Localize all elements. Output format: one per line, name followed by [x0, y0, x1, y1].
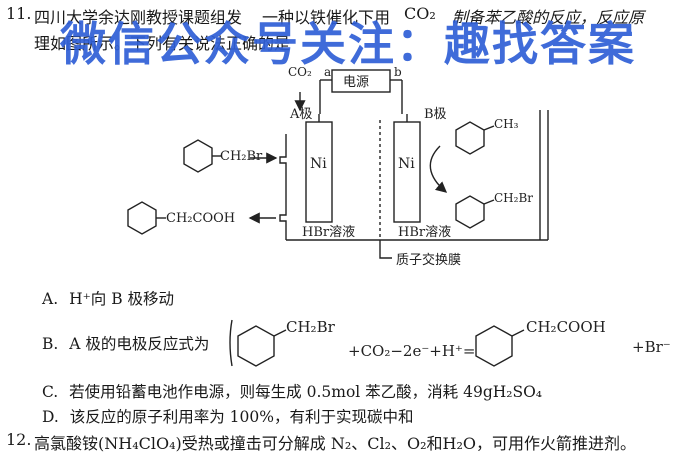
option-d: D. 该反应的原子利用率为 100%，有利于实现碳中和 [42, 405, 414, 427]
option-a-letter: A. [42, 290, 59, 308]
benzene-ring-eq-product [475, 325, 525, 367]
electrolysis-diagram: CO₂ a b 电源 A极 B极 Ni Ni HBr溶液 HBr溶液 质子交换膜… [127, 65, 549, 268]
question-number: 11. [6, 4, 32, 23]
reactant-substituent: CH₂Br [220, 149, 263, 164]
electrode-a-ni: Ni [310, 156, 327, 172]
option-c-text: 若使用铅蓄电池作电源，则每生成 0.5mol 苯乙酸，消耗 49gH₂SO₄ [69, 383, 543, 401]
question12-text: 高氯酸铵(NH₄ClO₄)受热或撞击可分解成 N₂、Cl₂、O₂和H₂O，可用作… [34, 434, 637, 453]
question12-number: 12. [6, 430, 32, 449]
toluene-substituent: CH₃ [494, 117, 519, 131]
option-b-text-prefix: A 极的电极反应式为 [69, 335, 210, 353]
option-c: C. 若使用铅蓄电池作电源，则每生成 0.5mol 苯乙酸，消耗 49gH₂SO… [42, 380, 542, 402]
eq-mid: +CO₂−2e⁻+H⁺= [348, 342, 475, 360]
conversion-arrow [429, 145, 448, 193]
option-d-text: 该反应的原子利用率为 100%，有利于实现碳中和 [69, 408, 414, 426]
question-text-co2: CO₂ [404, 4, 436, 23]
option-b-letter-block: B. A 极的电极反应式为 [42, 332, 209, 354]
option-d-letter: D. [42, 408, 59, 426]
co2-label: CO₂ [288, 65, 312, 79]
electrode-b [393, 121, 421, 223]
power-source-label: 电源 [343, 75, 369, 90]
benzene-ring-product [127, 201, 166, 235]
question-text-line1-right: 制备苯乙酸的反应，反应原 [452, 8, 645, 27]
right-solution-label: HBr溶液 [398, 225, 451, 240]
benzene-ring-toluene [455, 121, 495, 155]
electrode-a-label: A极 [289, 107, 312, 122]
power-source-box [331, 69, 391, 93]
left-bracket [229, 319, 233, 367]
benzene-ring-eq-reactant [237, 325, 287, 367]
eq-end: +Br⁻ [632, 338, 671, 356]
benzene-ring-reactant [183, 139, 222, 173]
benzyl-bromide-substituent: CH₂Br [494, 191, 533, 205]
electrode-a [305, 121, 333, 223]
watermark-text: 微信公众号关注：趣找答案 [60, 17, 636, 71]
question-text-line2: 理如图所示。下列有关说法正确的是 [34, 34, 291, 53]
option-b-equation: CH₂Br +CO₂−2e⁻+H⁺= CH₂COOH +Br⁻ [229, 318, 671, 367]
option-b-letter: B. [42, 335, 59, 353]
option-c-letter: C. [42, 383, 59, 401]
electrode-b-ni: Ni [398, 156, 415, 172]
eq-ch2br: CH₂Br [286, 318, 336, 336]
question-text-line1-mid: 一种以铁催化下用 [262, 8, 391, 27]
eq-ch2cooh: CH₂COOH [526, 318, 606, 336]
option-a-text: H⁺向 B 极移动 [69, 290, 175, 308]
terminal-a-label: a [324, 65, 331, 79]
left-solution-label: HBr溶液 [302, 225, 355, 240]
question-text-line1-left: 四川大学余达刚教授课题组发 [34, 8, 243, 27]
membrane-leader [379, 240, 392, 259]
benzene-ring-benzyl-bromide [455, 195, 495, 229]
electrode-b-label: B极 [424, 107, 447, 122]
terminal-b-label: b [394, 65, 402, 79]
cell-left-wall [279, 134, 287, 240]
membrane-label: 质子交换膜 [396, 252, 461, 268]
option-a: A. H⁺向 B 极移动 [42, 287, 174, 309]
product-substituent: CH₂COOH [166, 211, 235, 226]
